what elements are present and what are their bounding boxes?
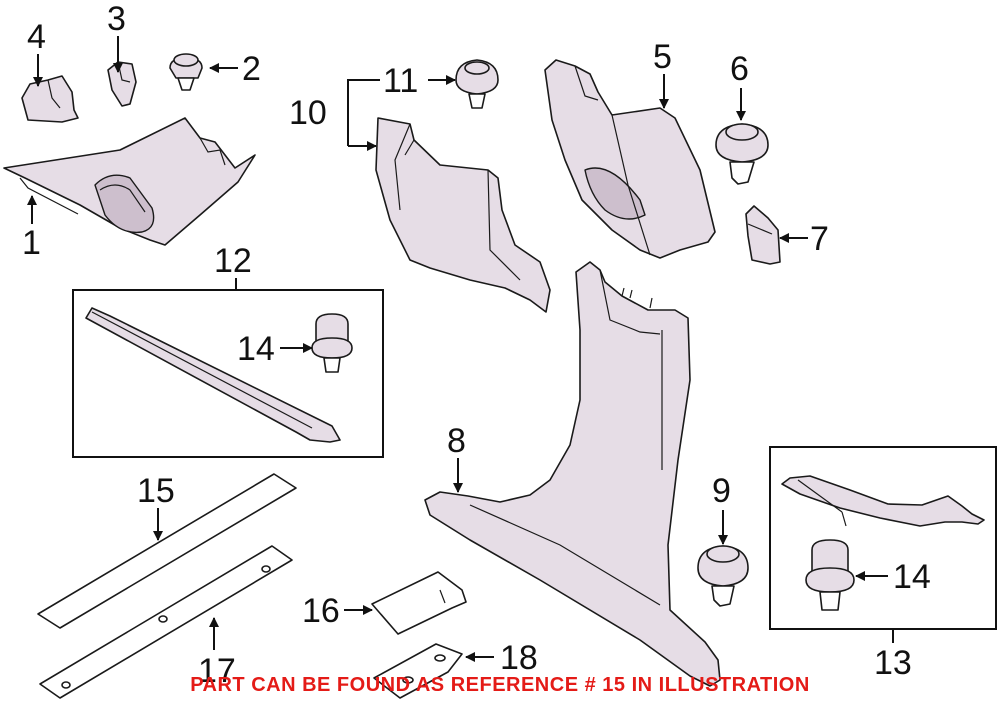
callout-17: 17	[198, 652, 236, 690]
callout-4: 4	[27, 18, 46, 56]
part-18-pad	[373, 643, 463, 699]
part-1-trim-panel	[3, 117, 256, 246]
part-14-clip-lower	[805, 539, 855, 611]
callout-13: 13	[874, 644, 912, 682]
callout-12: 12	[214, 242, 252, 280]
part-5-pillar-trim	[544, 59, 716, 259]
callout-14-lower: 14	[893, 558, 931, 596]
part-17-strip	[39, 545, 293, 699]
part-2-clip	[169, 53, 203, 91]
callout-10: 10	[289, 94, 327, 132]
callout-7: 7	[810, 220, 829, 258]
part-14-clip-upper	[311, 313, 353, 373]
callout-11: 11	[383, 62, 418, 100]
leader-lines	[27, 36, 894, 662]
callout-18: 18	[500, 639, 538, 677]
callout-6: 6	[730, 50, 749, 88]
callout-16: 16	[302, 592, 340, 630]
part-11-clip	[455, 59, 499, 109]
part-13-trim	[781, 475, 985, 527]
callout-8: 8	[447, 422, 466, 460]
part-4-clip	[21, 75, 79, 123]
callout-labels: 1 2 3 4 5 6 7 8 9 10 11 12 13 14 14 15 1…	[22, 0, 931, 690]
part-3-clip	[107, 61, 137, 107]
part-12-box	[72, 289, 384, 458]
part-15-strip	[37, 473, 297, 629]
part-10-trim-panel	[375, 117, 551, 313]
callout-14-upper: 14	[237, 330, 275, 368]
callout-3: 3	[107, 0, 126, 38]
callout-5: 5	[653, 38, 672, 76]
callout-1: 1	[22, 224, 41, 262]
callout-9: 9	[712, 472, 731, 510]
part-16-pad	[371, 571, 467, 635]
part-8-pillar-trim	[424, 261, 721, 687]
part-12-sill-strip	[85, 307, 341, 443]
part-6-fastener	[715, 123, 769, 185]
part-13-box	[769, 446, 997, 630]
callout-15: 15	[137, 472, 175, 510]
part-7-clip	[745, 205, 781, 265]
callout-2: 2	[242, 50, 261, 88]
part-9-fastener	[697, 545, 749, 607]
reference-note: PART CAN BE FOUND AS REFERENCE # 15 IN I…	[190, 674, 810, 696]
